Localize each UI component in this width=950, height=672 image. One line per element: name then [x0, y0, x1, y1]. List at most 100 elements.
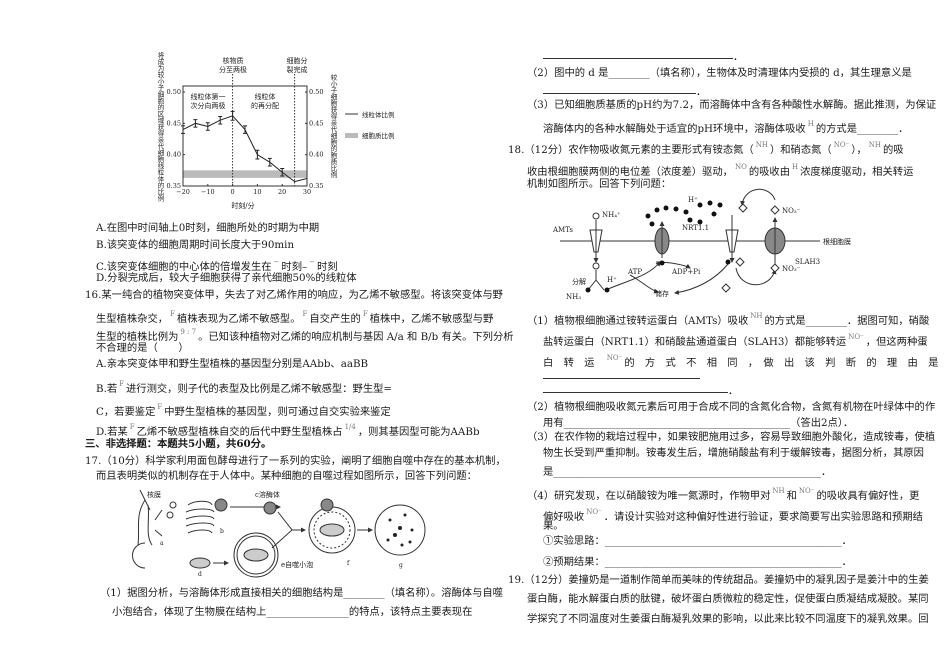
text-segment: 的吸收由 [748, 166, 790, 178]
text-segment: 蛋白酶，能水解蛋白质的肽键，破坏蛋白质微粒的稳定性，促使蛋白质凝结成凝胶。某同 [527, 593, 929, 605]
y-axis-label-left: 将成为较小子细胞的区域获得亲代细胞线粒体的比例 [156, 51, 164, 203]
lysosome-budding [214, 498, 228, 512]
text-segment: 溶酶体内的各种水解酶处于适宜的pH环境中，溶酶体吸收 [543, 123, 806, 135]
label-g: g [399, 562, 403, 569]
period: ． [733, 50, 743, 64]
degraded-vesicle-g [374, 504, 426, 556]
error-bar [205, 122, 210, 131]
label-nh4: NH₄⁺ [602, 211, 621, 219]
superscript-symbol: NH [755, 141, 768, 149]
error-bar [280, 167, 285, 177]
annotation-phase2-line1: 线粒体 [255, 92, 276, 101]
annotation-top-25-line1: 细胞分 [287, 56, 308, 65]
answer-blank[interactable] [543, 392, 728, 393]
q17-stem: 而且表明类似的机制存在于人体中。某种细胞的自噬过程如图所示，回答下列问题： [96, 469, 477, 483]
y-tick-label-left: 0.35 [167, 182, 181, 190]
superscript-symbol: NH [772, 487, 785, 495]
text-segment: 生型的植株比例为 [96, 331, 179, 343]
text-segment: C.该突变体细胞的中心体的倍增发生在 [96, 261, 272, 273]
text-segment: ． [733, 51, 744, 63]
superscript-symbol: F [157, 403, 163, 411]
text-segment: 果。 [543, 520, 564, 532]
answer-blank[interactable] [543, 58, 733, 59]
annotation-phase1-line1: 线粒体第一 [191, 92, 226, 101]
label-e: e自噬小泡 [281, 560, 313, 569]
text-segment: 的吸 [882, 144, 904, 156]
error-bar [230, 110, 235, 121]
text-segment: （2）植物根细胞吸收氮元素后可用于合成不同的含氮化合物，含氮有机物在叶绿体中的作 [527, 401, 936, 413]
text-segment: 生型植株杂交， [96, 313, 169, 325]
superscript-symbol: − [273, 258, 280, 266]
label-decompose: 分解 [572, 277, 586, 286]
answer-blank[interactable] [543, 93, 696, 94]
y-tick-label-left: 0.45 [167, 119, 181, 127]
annotation-top-0-line1: 核物质 [223, 56, 244, 65]
text-segment: D.分裂完成后，较大子细胞获得了亲代细胞50%的线粒体 [96, 272, 357, 284]
text-segment: 不合理的是（ ） [96, 342, 189, 354]
text-segment: ①实验思路：__________________________________… [543, 535, 852, 547]
text-segment: 三、非选择题：本题共5小题，共60分。 [85, 438, 272, 450]
superscript-symbol: H [807, 120, 814, 128]
q17-part1: （1）据图分析，与溶酶体形成直接相关的细胞结构是________（填名称）。溶酶… [100, 586, 503, 600]
q17-part3: （3）已知细胞质基质的pH约为7.2，而溶酶体中含有各种酸性水解酶。据此推测，为… [527, 98, 936, 112]
cytoplasm-band [183, 170, 307, 178]
text-segment: A.在图中时间轴上0时刻，细胞所处的时期为中期 [96, 222, 320, 234]
y-axis-label-right: 较小子细胞获得亲代细胞的胞质比例 [329, 73, 337, 180]
y-tick-label-right: 0.35 [309, 182, 323, 190]
text-segment: 18.（12分）农作物吸收氮元素的主要形式有铵态氮（ [508, 144, 754, 156]
superscript-symbol: 9 : 7 [180, 328, 197, 336]
text-segment: 时刻– [281, 261, 308, 273]
text-segment: 物生长受到严重抑制。铵毒发生后，增施硝酸盐有利于缓解铵毒，据图分析，其原因 [543, 447, 924, 459]
text-segment: 小泡结合，体现了生物膜在结构上________________的特点，该特点主要… [112, 606, 473, 618]
text-segment: （3）在农作物的栽培过程中，如果铵肥施用过多，容易导致细胞外酸化，造成铵毒，使植 [527, 431, 936, 443]
label-hplus-bottom: H⁺ [607, 276, 617, 284]
legend-mito: 线粒体比例 [362, 110, 395, 119]
x-tick-label: 30 [303, 188, 311, 196]
annotation-top-0-line2: 分至两极 [219, 65, 247, 74]
label-b: b [220, 528, 224, 535]
superscript-symbol: NH [868, 141, 881, 149]
text-segment: （1）据图分析，与溶酶体形成直接相关的细胞结构是________（填名称）。溶酶… [100, 587, 503, 599]
y-tick-label-right: 0.40 [309, 151, 323, 159]
text-segment: 。已知该种植物对乙烯的响应机制与基因 A/a 和 B/b 有关。下列分析 [198, 331, 514, 343]
q18-part4: 果。 [543, 519, 564, 533]
nuclear-membrane [137, 489, 163, 546]
text-segment: 16.某一纯合的植物突变体甲，失去了对乙烯作用的响应，为乙烯不敏感型。将该突变体… [85, 289, 503, 301]
superscript-symbol: NO⁻ [586, 508, 602, 516]
q19-stem: 蛋白酶，能水解蛋白质的肽键，破坏蛋白质微粒的稳定性，促使蛋白质凝结成凝胶。某同 [527, 592, 929, 606]
lysosome-c [263, 501, 277, 515]
text-segment: 的吸收具有偏好性，更 [816, 490, 920, 502]
superscript-symbol: F [302, 310, 308, 318]
x-tick-label: 0 [231, 188, 235, 196]
q18-part3: （3）在农作物的栽培过程中，如果铵肥施用过多，容易导致细胞外酸化，造成铵毒，使植 [527, 430, 935, 444]
text-segment: 19.（12分）姜撞奶是一道制作简单而美味的传统甜品。姜撞奶中的凝乳因子是姜汁中… [508, 574, 929, 586]
error-bar [255, 149, 260, 160]
text-segment: 的 方 式 不 相 同 ， 做 出 该 判 断 的 理 由 是 [624, 357, 939, 369]
text-segment: B.若 [96, 383, 118, 395]
text-segment: 浓度梯度驱动，相关转运 [800, 166, 914, 178]
q18-stem: 机制如图所示。回答下列问题： [527, 177, 671, 191]
text-segment: ）， [851, 144, 867, 156]
label-c: c溶酶体 [255, 490, 280, 499]
q19-stem: 学探究了不同温度对生姜蛋白酶凝乳效果的影响，以此来比较不同温度下的凝乳效果。回 [527, 612, 929, 626]
error-bar [243, 125, 247, 134]
label-amts: AMTs [552, 226, 573, 234]
text-segment: 机制如图所示。回答下列问题： [527, 178, 672, 190]
text-segment: 学探究了不同温度对生姜蛋白酶凝乳效果的影响，以此来比较不同温度下的凝乳效果。回 [527, 613, 929, 625]
superscript-symbol: F [170, 310, 175, 318]
x-tick-label: 10 [253, 188, 261, 196]
q17-stem: 17.（10分）科学家利用面包酵母进行了一系列的实验，阐明了细胞自噬中存在的基本… [85, 454, 506, 468]
q18-part2: （2）植物根细胞吸收氮元素后可用于合成不同的含氮化合物，含氮有机物在叶绿体中的作 [527, 400, 935, 414]
q18-part2: 用有______________________________________… [543, 416, 853, 430]
superscript-symbol: NO⁻ [848, 333, 864, 341]
label-atp: ATP [627, 268, 642, 276]
answer-blank[interactable] [543, 378, 700, 379]
